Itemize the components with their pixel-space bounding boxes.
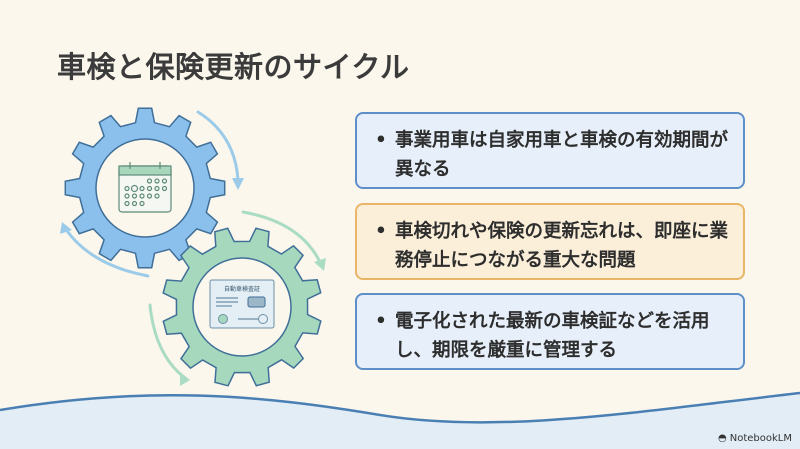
page-title: 車検と保険更新のサイクル [57, 50, 410, 84]
bottom-wave-line [0, 391, 800, 424]
calendar-day [146, 178, 153, 184]
cycle-arrow-icon [241, 210, 322, 264]
vehicle-certificate-icon: 自動車検査証 [209, 279, 275, 329]
bottom-wave [0, 393, 800, 449]
calendar-day [131, 193, 138, 199]
calendar-day [124, 185, 130, 192]
cycle-arrow-icon [148, 303, 187, 380]
brand-label: NotebookLM [729, 433, 792, 444]
card-text: 事業用車は自家用車と車検の有効期間が異なる [395, 130, 729, 180]
calendar-day [130, 184, 139, 193]
cycle-arrow-icon [63, 226, 150, 278]
point-card-3: •電子化された最新の車検証などを活用し、期限を厳重に管理する [355, 293, 745, 370]
card-text: 電子化された最新の車検証などを活用し、期限を厳重に管理する [395, 311, 710, 361]
calendar-day [131, 200, 138, 207]
card-text: 車検切れや保険の更新忘れは、即座に業務停止につながる重大な問題 [395, 221, 729, 271]
calendar-day [154, 193, 160, 199]
calendar-day [146, 193, 153, 199]
point-card-1: •事業用車は自家用車と車検の有効期間が異なる [355, 112, 745, 189]
notebooklm-branding: ◓NotebookLM [718, 433, 792, 444]
calendar-day [154, 185, 160, 192]
calendar-day [161, 185, 168, 192]
certificate-label: 自動車検査証 [224, 285, 260, 293]
calendar-day [139, 200, 145, 207]
cycle-arrow-icon [196, 110, 240, 182]
calendar-day [124, 193, 130, 199]
point-card-2-warning: •車検切れや保険の更新忘れは、即座に業務停止につながる重大な問題 [355, 203, 745, 280]
calendar-day [161, 178, 168, 184]
calendar-day [154, 178, 160, 184]
calendar-day [124, 200, 130, 207]
calendar-day [139, 193, 145, 199]
notebooklm-logo-icon: ◓ [718, 433, 727, 444]
calendar-day [139, 185, 145, 192]
calendar-day [146, 185, 153, 192]
calendar-icon [118, 162, 172, 213]
